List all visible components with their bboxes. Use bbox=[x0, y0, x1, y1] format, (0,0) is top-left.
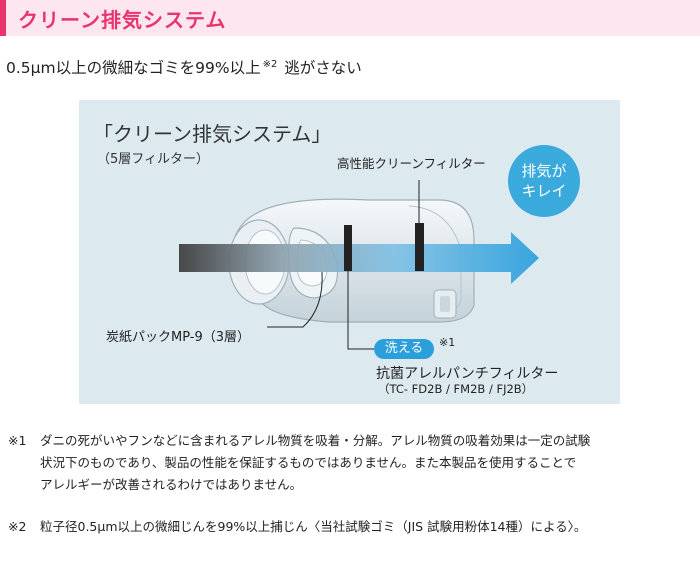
filter-diagram-panel: 「クリーン排気システム」 （5層フィルター） 高性能クリーンフィルター 排気が … bbox=[79, 100, 620, 404]
vacuum-illustration bbox=[179, 180, 539, 350]
headline-note-ref: ※2 bbox=[262, 59, 278, 70]
paper-pack-label: 炭紙パックMP-9（3層） bbox=[106, 330, 251, 345]
paper-pack-filter bbox=[344, 225, 352, 271]
footnote-1-line2: 状況下のものであり、製品の性能を保証するものではありません。また本製品を使用する… bbox=[40, 455, 577, 470]
diagram-title: 「クリーン排気システム」 bbox=[93, 122, 332, 146]
headline: 0.5μm以上の微細なゴミを99%以上※2 逃がさない bbox=[6, 56, 362, 78]
leader-paper-pack bbox=[267, 271, 323, 328]
antibacterial-filter-label: 抗菌アレルパンチフィルター bbox=[376, 366, 559, 382]
leader-antibacterial bbox=[347, 271, 374, 350]
high-perf-filter-label: 高性能クリーンフィルター bbox=[337, 156, 486, 171]
section-header: クリーン排気システム bbox=[0, 0, 700, 36]
washable-badge: 洗える bbox=[374, 339, 434, 359]
headline-text: 0.5μm以上の微細なゴミを99%以上 bbox=[6, 59, 261, 77]
clean-badge-line2: キレイ bbox=[521, 182, 567, 200]
clean-exhaust-badge: 排気が キレイ bbox=[508, 145, 580, 217]
footnote-1-line3: アレルギーが改善されるわけではありません。 bbox=[40, 477, 303, 492]
filter-model-numbers: （TC- FD2B / FM2B / FJ2B） bbox=[378, 382, 534, 396]
washable-note-ref: ※1 bbox=[439, 336, 456, 349]
footnote-2-mark: ※2 bbox=[8, 519, 27, 534]
footnote-2-line1: 粒子径0.5μm以上の微細じんを99%以上捕じん〈当社試験ゴミ（JIS 試験用粉… bbox=[40, 519, 587, 534]
headline-text-end: 逃がさない bbox=[279, 59, 362, 77]
diagram-subtitle: （5層フィルター） bbox=[97, 152, 210, 167]
footnote-1-mark: ※1 bbox=[8, 433, 27, 448]
clean-badge-line1: 排気が bbox=[521, 162, 567, 180]
section-title: クリーン排気システム bbox=[18, 8, 227, 32]
airflow-arrow bbox=[179, 232, 539, 284]
footnote-1-line1: ダニの死がいやフンなどに含まれるアレル物質を吸着・分解。アレル物質の吸着効果は一… bbox=[40, 433, 591, 448]
high-performance-filter bbox=[415, 223, 424, 271]
